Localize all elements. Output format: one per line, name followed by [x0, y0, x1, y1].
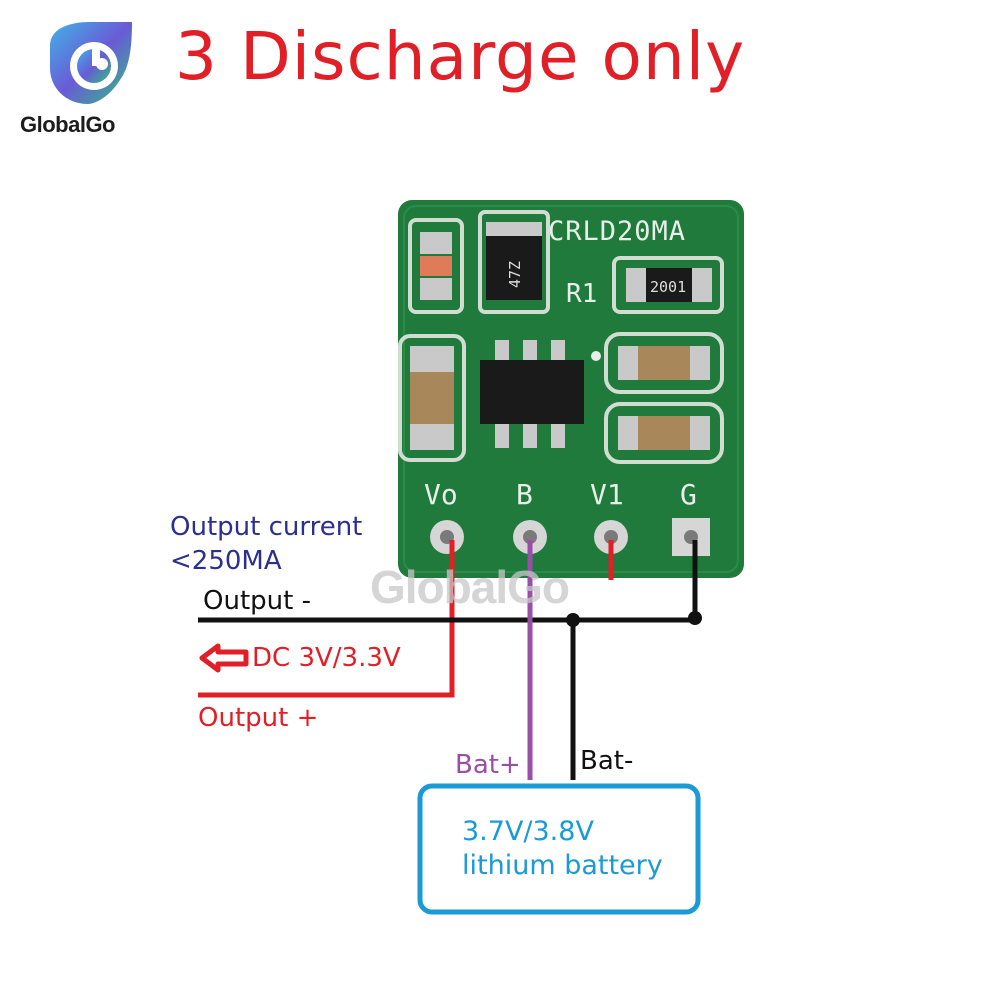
resistor-r1 — [612, 256, 724, 314]
bat-minus-label: Bat- — [580, 746, 634, 776]
resistor-code: 2001 — [650, 278, 686, 296]
capacitor-right-bottom — [604, 402, 724, 464]
junction-dot-g — [688, 611, 702, 625]
battery-type-label: lithium battery — [462, 850, 663, 881]
capacitor-left — [398, 334, 466, 462]
pin-vo — [430, 520, 464, 554]
battery-box — [417, 783, 701, 915]
pin-label-vo: Vo — [424, 478, 458, 511]
ic-chip — [480, 340, 601, 448]
wire-output-plus — [198, 540, 455, 698]
inductor-code: 47Z — [506, 261, 524, 288]
pin-g — [672, 518, 710, 556]
junction-dot — [566, 613, 580, 627]
page-title: 3 Discharge only — [175, 18, 746, 95]
r1-label: R1 — [566, 279, 597, 309]
output-plus-label: Output + — [198, 703, 319, 733]
battery-voltage-label: 3.7V/3.8V — [462, 816, 594, 847]
output-current-label: Output current — [170, 512, 363, 542]
pin-label-v1: V1 — [590, 478, 624, 511]
inductor-component — [478, 210, 550, 314]
pin-label-g: G — [680, 478, 697, 511]
board-name: CRLD20MA — [548, 216, 686, 247]
output-current-limit: <250MA — [170, 546, 282, 576]
watermark-text: GlobalGo — [370, 561, 570, 613]
pin-label-b: B — [516, 478, 533, 511]
logo-mark-icon — [50, 22, 132, 104]
dc-voltage-label: DC 3V/3.3V — [252, 643, 401, 673]
left-arrow-icon — [199, 643, 249, 673]
bat-plus-label: Bat+ — [455, 750, 521, 780]
led-component — [408, 218, 464, 314]
pin-v1 — [594, 520, 628, 554]
brand-name: GlobalGo — [20, 112, 116, 137]
output-minus-label: Output - — [203, 586, 311, 616]
pin-b — [513, 520, 547, 554]
globalgo-logo — [40, 18, 140, 113]
capacitor-right-top — [604, 332, 724, 394]
